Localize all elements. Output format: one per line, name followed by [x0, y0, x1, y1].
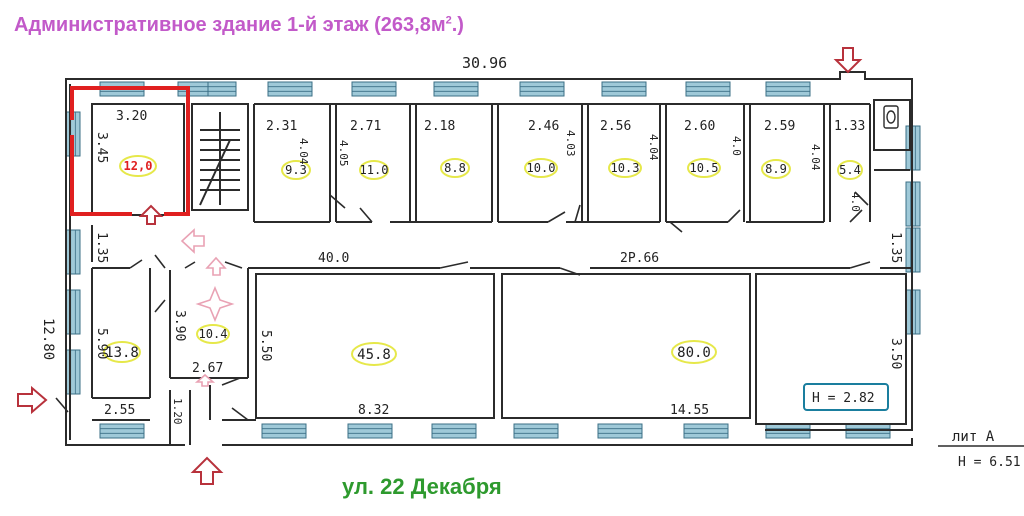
- dim-133: 1.33: [834, 119, 865, 134]
- area-105: 10.5: [690, 161, 719, 175]
- arrow-up-icon: [190, 456, 224, 485]
- window: [351, 81, 397, 97]
- area-89: 8.9: [765, 162, 787, 176]
- dim-246: 2.46: [528, 119, 559, 134]
- interior-arrows: [180, 228, 235, 387]
- dim-404b: 4.04: [647, 134, 660, 161]
- dim-400: 40.0: [318, 251, 349, 266]
- dimension-labels: 30.96 12.80 3.20 3.45 2.31 4.04 2.71 4.0…: [40, 54, 1021, 470]
- plan-title: Административное здание 1-й этаж (263,8м…: [14, 14, 464, 36]
- window: [513, 423, 559, 439]
- arrow-up-small-icon: [138, 204, 164, 225]
- dim-832: 8.32: [358, 403, 389, 418]
- window: [99, 423, 145, 439]
- dim-1455: 14.55: [670, 403, 709, 418]
- dim-255: 2.55: [104, 403, 135, 418]
- dim-total-width: 30.96: [462, 54, 507, 72]
- dim-259: 2.59: [764, 119, 795, 134]
- window: [207, 81, 237, 97]
- window: [597, 423, 643, 439]
- area-highlighted-room: 12,0: [124, 159, 153, 173]
- window: [65, 349, 81, 395]
- area-88: 8.8: [444, 161, 466, 175]
- arrow-left-icon: [180, 228, 205, 254]
- area-54: 5.4: [839, 163, 861, 177]
- area-93: 9.3: [285, 163, 307, 177]
- window: [431, 423, 477, 439]
- building-height: H = 6.51: [958, 455, 1021, 470]
- door-swings: [55, 191, 871, 421]
- dim-350: 3.50: [888, 338, 903, 369]
- window: [65, 289, 81, 335]
- area-rings: [103, 155, 863, 366]
- dim-404a: 4.04: [297, 138, 310, 165]
- building-letter: лит А: [952, 429, 995, 445]
- dim-135b: 1.35: [888, 232, 903, 263]
- arrow-down-icon: [833, 47, 863, 74]
- dim-218: 2.18: [424, 119, 455, 134]
- window: [683, 423, 729, 439]
- highlighted-room-outline-lower: [70, 135, 132, 216]
- window: [65, 229, 81, 275]
- arrow-right-icon: [17, 385, 48, 415]
- dim-403a: 4.03: [564, 130, 577, 157]
- area-103: 10.3: [611, 161, 640, 175]
- entrance-arrows: [17, 47, 863, 485]
- window: [601, 81, 647, 97]
- window: [519, 81, 565, 97]
- window: [267, 81, 313, 97]
- height-note: H = 2.82: [812, 391, 875, 406]
- compass-star-icon: [195, 285, 235, 323]
- toilet-icon: [883, 105, 899, 129]
- dim-135a: 1.35: [94, 232, 109, 263]
- dim-room1-width: 3.20: [116, 109, 147, 124]
- dim-231: 2.31: [266, 119, 297, 134]
- dim-267: 2.67: [192, 361, 223, 376]
- window: [685, 81, 731, 97]
- dim-271: 2.71: [350, 119, 381, 134]
- dim-260: 2.60: [684, 119, 715, 134]
- area-104: 10.4: [199, 327, 228, 341]
- dim-404c: 4.04: [809, 144, 822, 171]
- dim-550: 5.50: [258, 330, 273, 361]
- area-138: 13.8: [105, 345, 139, 361]
- window: [765, 81, 811, 97]
- dim-2866: 2P.66: [620, 251, 659, 266]
- area-800: 80.0: [677, 345, 711, 361]
- dim-40a: 4.0: [730, 136, 743, 156]
- dim-590: 5.90: [94, 328, 109, 359]
- window: [347, 423, 393, 439]
- dim-405: 4.05: [337, 140, 350, 167]
- area-458: 45.8: [357, 347, 391, 363]
- area-110: 11.0: [360, 163, 389, 177]
- area-100: 10.0: [527, 161, 556, 175]
- dim-40b: 4.0: [849, 192, 862, 212]
- arrow-up-pink-icon: [205, 256, 227, 276]
- arrow-up-tiny-icon: [194, 373, 216, 387]
- dim-120: 1.20: [171, 398, 184, 425]
- dim-room1-height: 3.45: [94, 132, 109, 163]
- dim-390: 3.90: [172, 310, 187, 341]
- dim-256: 2.56: [600, 119, 631, 134]
- window: [433, 81, 479, 97]
- street-name: ул. 22 Декабря: [342, 474, 502, 499]
- window: [261, 423, 307, 439]
- height-note-box: [803, 383, 889, 411]
- area-labels: 12,0 9.3 11.0 8.8 10.0 10.3 10.5 8.9 5.4…: [105, 159, 861, 363]
- highlighted-room-outline: [70, 86, 190, 216]
- dim-total-height: 12.80: [40, 318, 56, 360]
